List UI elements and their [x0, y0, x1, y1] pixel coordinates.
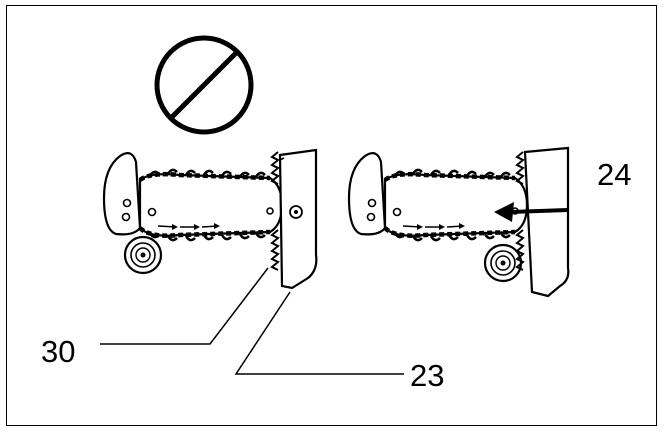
callout-23: 23 — [410, 358, 445, 393]
leader-line-30 — [100, 267, 269, 345]
callout-24: 24 — [597, 157, 632, 192]
prohibition-circle-icon — [154, 35, 254, 135]
left-chainsaw-assembly — [104, 148, 318, 290]
leader-line-23 — [234, 291, 404, 375]
right-chainsaw-assembly — [349, 146, 570, 298]
arrow-left-icon — [494, 202, 569, 222]
callout-30: 30 — [41, 334, 76, 369]
